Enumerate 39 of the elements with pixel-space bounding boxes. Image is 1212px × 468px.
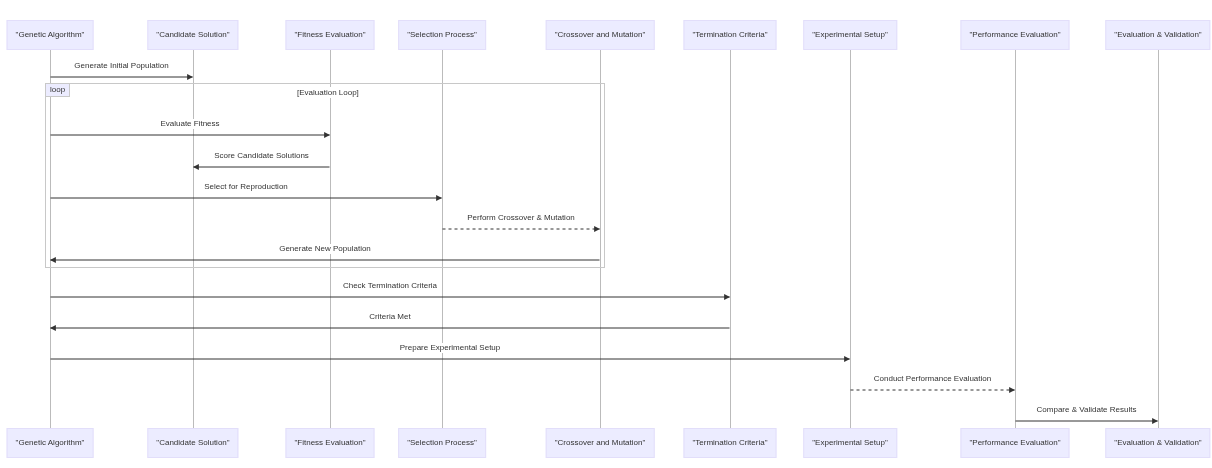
participant-box: "Fitness Evaluation" [285, 20, 375, 50]
lifeline [729, 50, 731, 428]
message-arrow [850, 387, 1016, 393]
participant-box: "Fitness Evaluation" [285, 428, 375, 458]
lifeline [192, 50, 194, 428]
lifeline [849, 50, 851, 428]
lifeline [49, 50, 51, 428]
participant-box: "Crossover and Mutation" [545, 428, 655, 458]
participant-box: "Crossover and Mutation" [545, 20, 655, 50]
participant-box: "Genetic Algorithm" [6, 20, 94, 50]
lifeline [599, 50, 601, 428]
participant-box: "Termination Criteria" [683, 428, 777, 458]
loop-tab: loop [46, 84, 71, 97]
participant-box: "Selection Process" [398, 20, 486, 50]
participant-box: "Evaluation & Validation" [1105, 428, 1211, 458]
message-arrow [442, 226, 601, 232]
message-arrow [50, 294, 731, 300]
message-arrow [50, 195, 443, 201]
lifeline [1014, 50, 1016, 428]
participant-box: "Performance Evaluation" [960, 428, 1070, 458]
participant-box: "Evaluation & Validation" [1105, 20, 1211, 50]
lifeline [441, 50, 443, 428]
message-arrow [192, 164, 330, 170]
message-arrow [49, 325, 730, 331]
message-arrow [50, 356, 851, 362]
message-arrow [50, 132, 331, 138]
participant-box: "Genetic Algorithm" [6, 428, 94, 458]
participant-box: "Performance Evaluation" [960, 20, 1070, 50]
lifeline [329, 50, 331, 428]
participant-box: "Selection Process" [398, 428, 486, 458]
message-arrow [50, 74, 194, 80]
lifeline [1157, 50, 1159, 428]
message-arrow [1015, 418, 1159, 424]
participant-box: "Candidate Solution" [147, 428, 239, 458]
message-arrow [49, 257, 600, 263]
participant-box: "Termination Criteria" [683, 20, 777, 50]
participant-box: "Candidate Solution" [147, 20, 239, 50]
participant-box: "Experimental Setup" [803, 428, 897, 458]
participant-box: "Experimental Setup" [803, 20, 897, 50]
